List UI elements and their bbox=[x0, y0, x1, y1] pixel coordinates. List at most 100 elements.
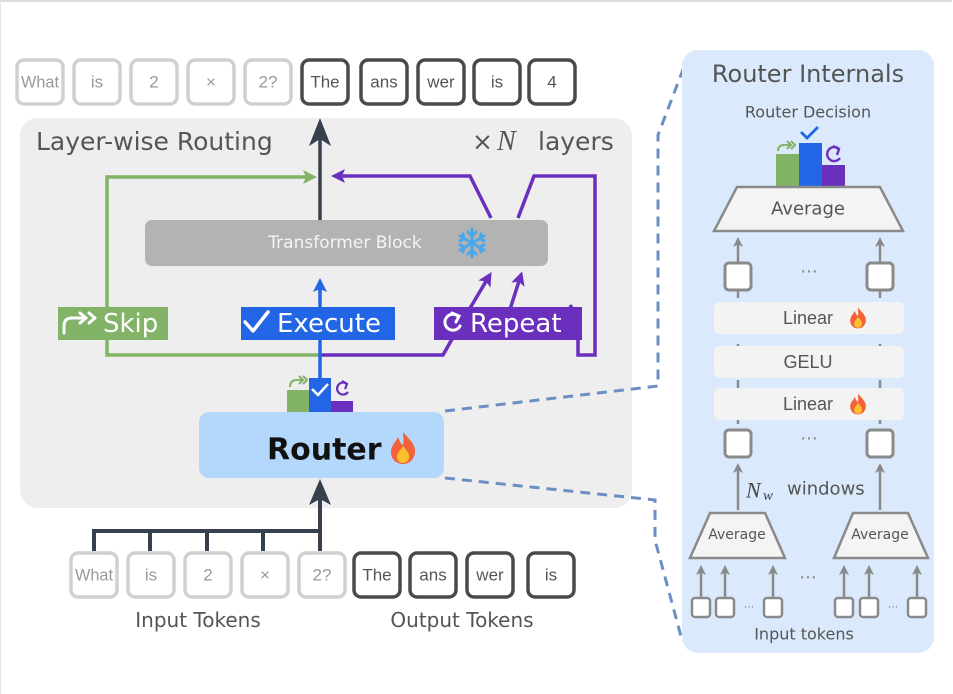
repeat-icon bbox=[443, 311, 462, 332]
transformer-block bbox=[145, 220, 548, 266]
top-token-row: What is 2 × 2? The ans wer is 4 bbox=[15, 58, 577, 106]
input-token-text: What bbox=[75, 566, 113, 585]
input-token-text: is bbox=[145, 566, 157, 585]
output-token-box bbox=[352, 551, 402, 599]
transformer-block-label: Transformer Block bbox=[267, 233, 422, 253]
layers-variable: N bbox=[496, 126, 517, 157]
output-token-text: wer bbox=[426, 73, 455, 92]
output-token-text: The bbox=[310, 73, 339, 92]
execute-label: Execute bbox=[277, 309, 381, 339]
router-label: Router bbox=[267, 433, 382, 468]
repeat-bar bbox=[331, 401, 353, 412]
router-decision-bars bbox=[287, 375, 353, 412]
windows-word: windows bbox=[787, 479, 865, 500]
windows-label: N w windows bbox=[745, 478, 865, 505]
zoom-connector-top bbox=[444, 66, 686, 413]
router-box[interactable]: Router bbox=[199, 412, 444, 478]
windows-subscript: w bbox=[763, 488, 773, 504]
fire-icon bbox=[850, 307, 866, 329]
input-token-box bbox=[126, 551, 176, 599]
routing-panel-title: Layer-wise Routing bbox=[36, 127, 273, 156]
input-token-text: What bbox=[21, 73, 59, 92]
input-token-text: × bbox=[260, 566, 270, 585]
skip-bar bbox=[776, 154, 799, 187]
output-arrowhead bbox=[309, 118, 331, 146]
input-token: is bbox=[72, 58, 122, 106]
output-token: ans bbox=[359, 58, 409, 106]
input-token-text: × bbox=[206, 73, 216, 92]
skip-mini-icon bbox=[777, 140, 797, 152]
average-right-label: Average bbox=[851, 527, 909, 543]
output-token: wer bbox=[465, 551, 515, 599]
times-symbol: × bbox=[472, 127, 493, 156]
input-token-text: is bbox=[91, 73, 103, 92]
output-token: 4 bbox=[527, 58, 577, 106]
execute-bar bbox=[309, 378, 331, 412]
output-tokens-label: Output Tokens bbox=[390, 608, 533, 632]
output-token-text: is bbox=[491, 73, 503, 92]
input-tokens-label: Input Tokens bbox=[135, 608, 260, 632]
average-left bbox=[688, 511, 787, 560]
skip-button[interactable]: Skip bbox=[58, 307, 168, 340]
repeat-button[interactable]: Repeat bbox=[434, 307, 582, 340]
repeat-mini-icon bbox=[336, 380, 349, 396]
ellipsis: ··· bbox=[800, 262, 817, 283]
output-token-box bbox=[359, 58, 409, 106]
layers-word: layers bbox=[538, 127, 614, 156]
zoom-connector-bottom bbox=[444, 476, 684, 641]
execute-bar bbox=[799, 143, 822, 187]
input-token-box bbox=[186, 58, 236, 106]
average-top-label: Average bbox=[771, 199, 845, 220]
average-right bbox=[832, 511, 930, 560]
input-token-box bbox=[240, 551, 290, 599]
output-token-box bbox=[465, 551, 515, 599]
hidden-square bbox=[865, 261, 895, 292]
output-token: wer bbox=[416, 58, 466, 106]
layers-count-label: × N layers bbox=[472, 126, 614, 157]
output-token-box bbox=[408, 551, 458, 599]
input-token-box bbox=[129, 58, 179, 106]
skip-bar bbox=[287, 390, 309, 412]
ellipsis: ··· bbox=[800, 429, 817, 450]
output-token-box bbox=[527, 58, 577, 106]
output-token-box bbox=[526, 551, 576, 599]
fire-icon bbox=[391, 432, 416, 464]
output-token: is bbox=[472, 58, 522, 106]
input-token-box bbox=[72, 58, 122, 106]
window-square bbox=[865, 428, 895, 459]
skip-path bbox=[105, 170, 320, 357]
average-top bbox=[711, 185, 906, 233]
input-token: × bbox=[240, 551, 290, 599]
output-token: The bbox=[352, 551, 402, 599]
repeat-bar bbox=[822, 165, 845, 187]
repeat-mini-icon bbox=[826, 144, 841, 163]
output-token-text: ans bbox=[370, 73, 397, 92]
input-token-box bbox=[183, 551, 233, 599]
execute-button[interactable]: Execute bbox=[241, 307, 395, 340]
execute-mini-icon bbox=[311, 383, 329, 397]
input-token-box bbox=[243, 58, 293, 106]
output-token-text: ans bbox=[419, 566, 446, 585]
output-token-box bbox=[300, 58, 350, 106]
input-token-box bbox=[69, 551, 119, 599]
gelu-label: GELU bbox=[783, 352, 832, 372]
router-input-arrowhead bbox=[309, 479, 331, 505]
input-token-text: 2 bbox=[149, 73, 158, 92]
linear-2-label: Linear bbox=[783, 394, 833, 414]
output-token-text: The bbox=[362, 566, 391, 585]
skip-label: Skip bbox=[103, 309, 158, 339]
input-token: What bbox=[15, 58, 65, 106]
internals-input-token-squares bbox=[690, 596, 928, 619]
output-token: ans bbox=[408, 551, 458, 599]
output-token-text: 4 bbox=[547, 73, 556, 92]
output-token-text: wer bbox=[475, 566, 504, 585]
input-token: What bbox=[69, 551, 119, 599]
input-token: 2? bbox=[243, 58, 293, 106]
internals-decision-bars bbox=[776, 126, 845, 187]
input-token: 2 bbox=[183, 551, 233, 599]
router-decision-label: Router Decision bbox=[745, 103, 871, 122]
input-token-text: 2? bbox=[259, 73, 278, 92]
